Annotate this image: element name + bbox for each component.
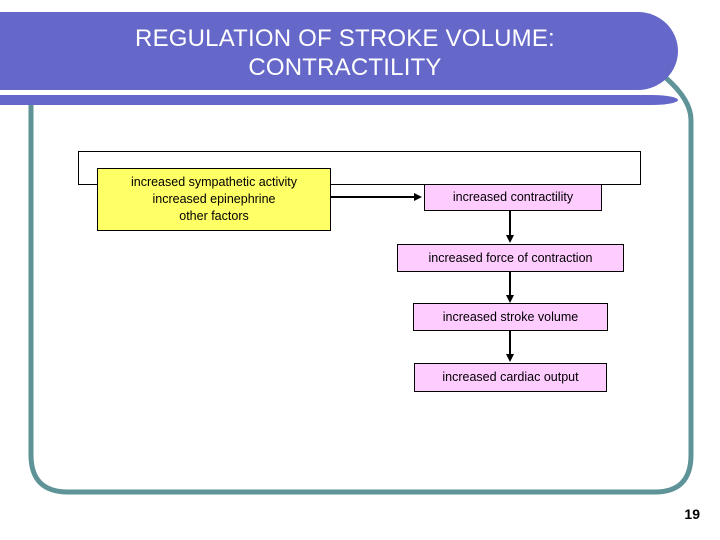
- diagram-group-outline: [78, 151, 641, 185]
- page-number: 19: [684, 506, 700, 522]
- edge-stroke-volume-to-cardiac-output: [509, 331, 511, 355]
- node-force-of-contraction[interactable]: increased force of contraction: [397, 244, 624, 272]
- title-banner-underbar: [0, 95, 678, 105]
- edge-force-to-stroke-volume-arrowhead: [505, 295, 514, 303]
- edge-contractility-to-force: [509, 211, 511, 236]
- edge-stimuli-to-contractility: [331, 196, 415, 198]
- node-stroke-volume[interactable]: increased stroke volume: [413, 303, 608, 331]
- edge-stimuli-to-contractility-arrowhead: [414, 192, 422, 201]
- title-banner: [0, 12, 678, 90]
- node-stimuli[interactable]: increased sympathetic activity increased…: [97, 168, 331, 231]
- edge-stroke-volume-to-cardiac-output-arrowhead: [505, 354, 514, 362]
- node-contractility[interactable]: increased contractility: [424, 184, 602, 211]
- edge-contractility-to-force-arrowhead: [505, 235, 514, 243]
- edge-force-to-stroke-volume: [509, 272, 511, 296]
- node-cardiac-output[interactable]: increased cardiac output: [414, 363, 607, 392]
- page-title: REGULATION OF STROKE VOLUME: CONTRACTILI…: [135, 25, 555, 81]
